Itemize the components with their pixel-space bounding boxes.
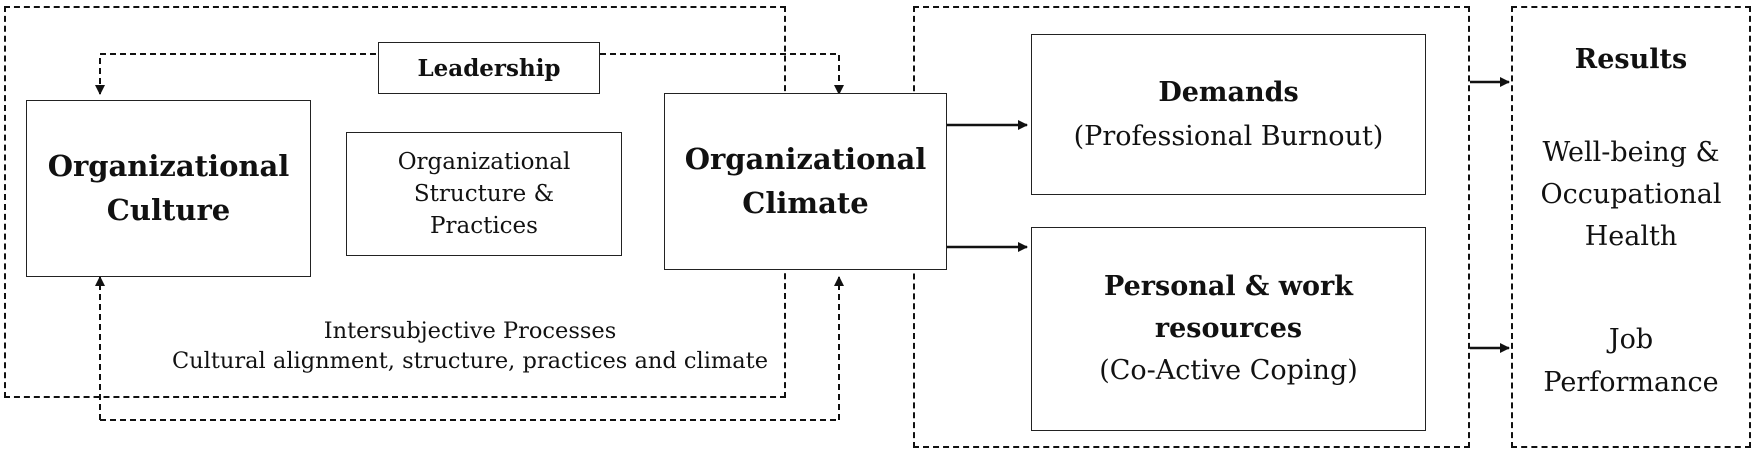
structure-line-2: Structure & [413,180,555,207]
intersubjective-processes-label: Intersubjective Processes Cultural align… [130,316,810,377]
resources-title-1: Personal & work [1104,271,1353,303]
structure-line-1: Organizational [397,148,571,175]
organizational-climate-box: Organizational Climate [664,93,947,270]
wellbeing-line-1: Well-being & [1542,137,1720,168]
climate-line-2: Climate [742,185,869,220]
structure-line-3: Practices [430,213,538,240]
performance-line-1: Job [1608,324,1654,355]
intersubjective-line-2: Cultural alignment, structure, practices… [171,348,769,375]
wellbeing-line-2: Occupational [1540,178,1722,210]
results-group [1511,6,1751,448]
demands-box: Demands (Professional Burnout) [1031,34,1426,195]
leadership-to-culture-arrow [95,53,376,95]
resources-box: Personal & work resources (Co-Active Cop… [1031,227,1426,431]
culture-line-1: Organizational [47,149,290,183]
leadership-box: Leadership [378,42,600,94]
organizational-culture-box: Organizational Culture [26,100,311,277]
demands-title: Demands [1158,77,1299,109]
performance-line-2: Performance [1543,367,1719,399]
demands-subtitle: (Professional Burnout) [1073,120,1384,152]
intersubjective-line-1: Intersubjective Processes [323,318,617,344]
culture-line-2: Culture [106,192,231,227]
resources-subtitle: (Co-Active Coping) [1099,354,1358,386]
leadership-to-climate-arrow [600,53,844,95]
results-title: Results [1574,44,1688,75]
leadership-label: Leadership [417,54,561,82]
organizational-structure-box: Organizational Structure & Practices [346,132,622,256]
job-performance-label: Job Performance [1515,318,1747,404]
wellbeing-line-3: Health [1584,220,1678,252]
wellbeing-label: Well-being & Occupational Health [1515,132,1747,258]
resources-title-2: resources [1154,313,1303,345]
climate-line-1: Organizational [684,142,927,176]
